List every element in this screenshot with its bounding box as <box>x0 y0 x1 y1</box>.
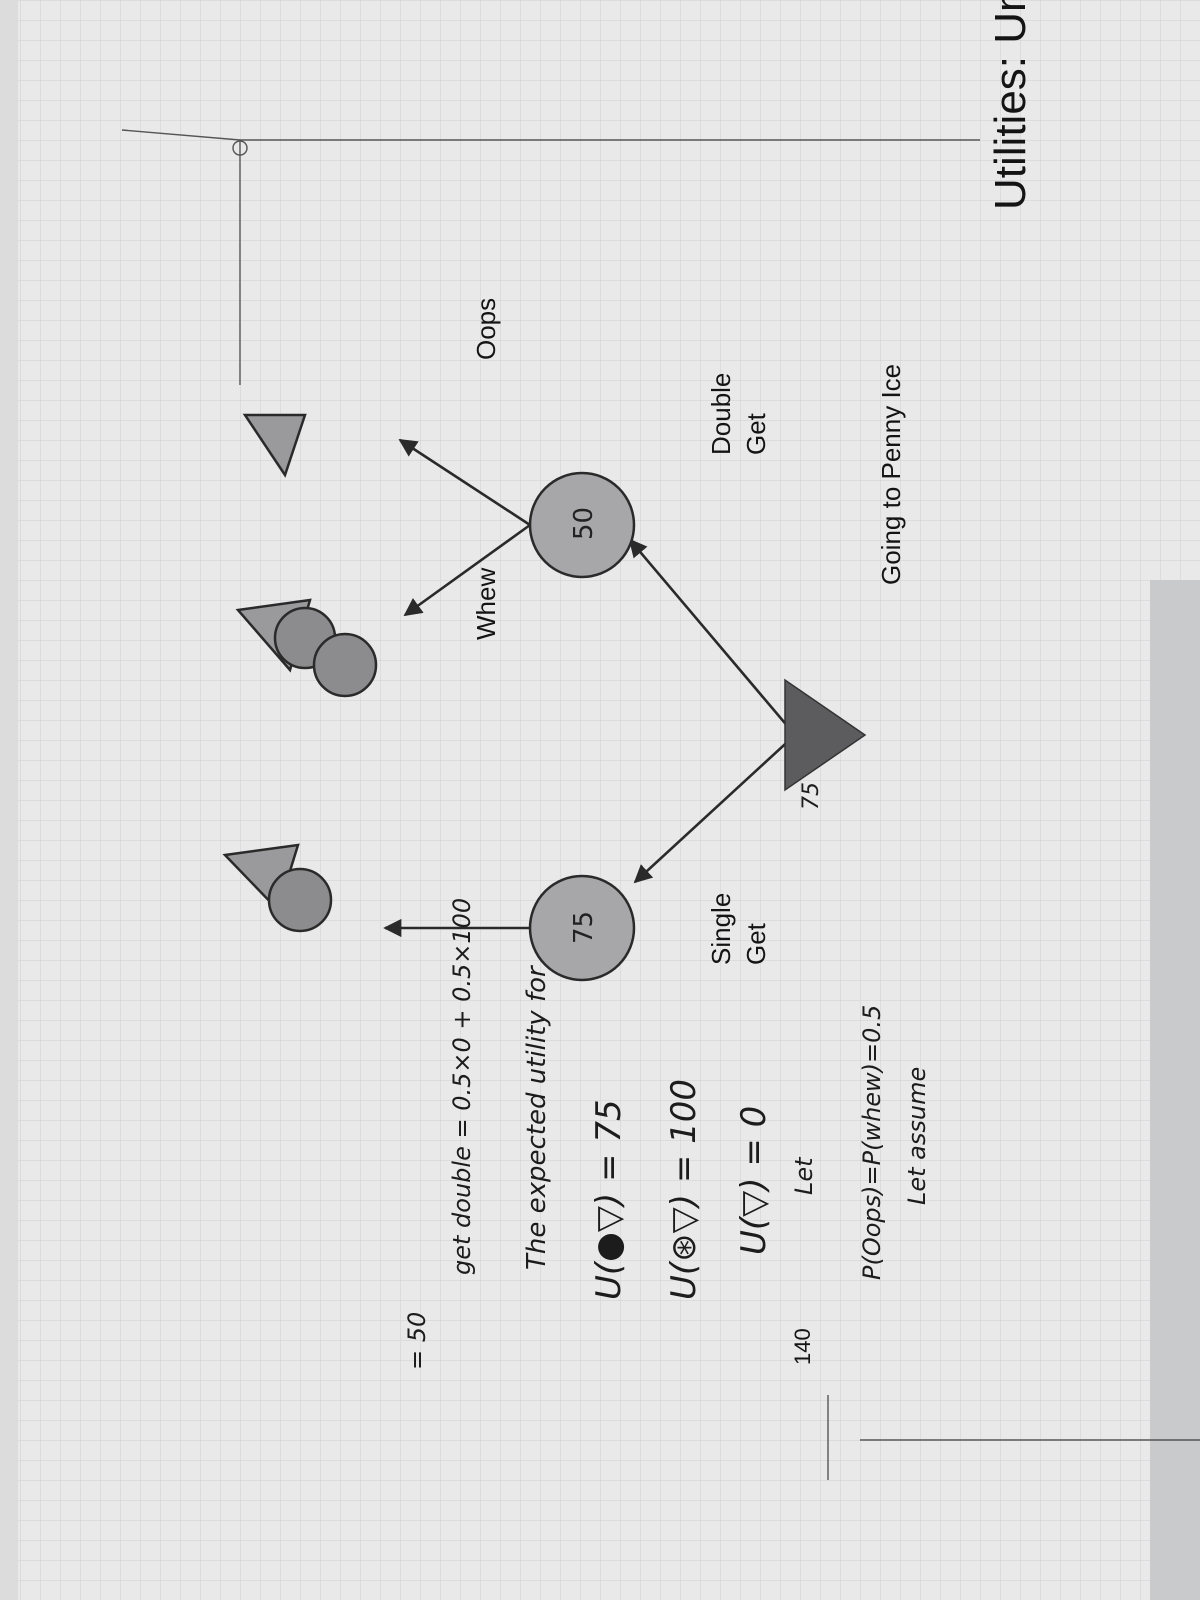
chance-node-double: 50 <box>528 471 636 579</box>
slide-title: Utilities: Uncertain Outcomes <box>986 0 1035 210</box>
svg-text:Double: Double <box>706 373 736 455</box>
tree-edges <box>383 438 796 938</box>
chance-double-value: 50 <box>569 507 599 540</box>
note-line-1: Let assume <box>903 1067 931 1205</box>
branch-label-whew: Whew <box>471 568 501 640</box>
slide-frame-lines <box>121 129 1200 1480</box>
branch-label-oops: Oops <box>471 298 501 360</box>
cone-double-scoop-icon <box>235 598 378 698</box>
note-line-8: get double = 0.5×0 + 0.5×100 <box>448 898 476 1275</box>
note-line-9: = 50 <box>403 1312 431 1370</box>
cone-single-scoop-icon <box>222 843 333 933</box>
note-line-6: U(●▽) = 75 <box>589 1099 629 1300</box>
note-line-3: Let <box>790 1156 818 1195</box>
note-line-7: The expected utility for <box>522 964 552 1270</box>
note-line-2: P(Oops)=P(whew)=0.5 <box>858 1005 886 1280</box>
root-value: 75 <box>799 782 824 810</box>
cone-empty-icon <box>242 413 307 478</box>
note-line-5: U(⊛▽) = 100 <box>664 1079 704 1300</box>
page-number: 140 <box>790 1328 815 1365</box>
svg-text:Get: Get <box>741 412 771 455</box>
decision-node-triangle <box>784 678 867 792</box>
branch-label-get-double: Get Double <box>706 373 771 455</box>
handwritten-notes: Let assume P(Oops)=P(whew)=0.5 Let U(▽) … <box>403 898 931 1370</box>
branch-label-get-single: Get Single <box>706 893 771 965</box>
note-line-4: U(▽) = 0 <box>734 1106 774 1255</box>
svg-text:Get: Get <box>741 922 771 965</box>
chance-node-single: 75 <box>528 874 636 982</box>
chance-single-value: 75 <box>569 911 599 944</box>
svg-text:Single: Single <box>706 893 736 965</box>
decision-label: Going to Penny Ice <box>876 364 906 585</box>
